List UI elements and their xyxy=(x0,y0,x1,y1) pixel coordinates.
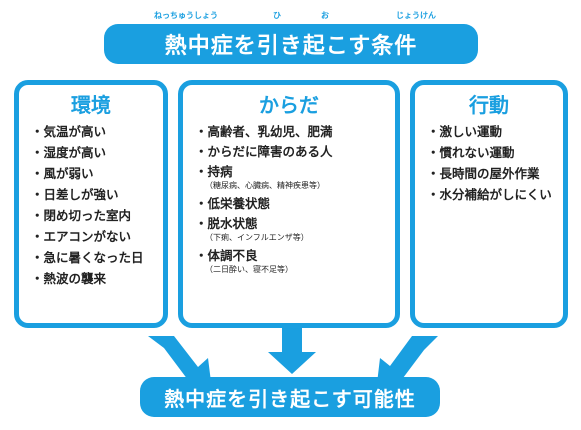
list-item: ・慣れない運動 xyxy=(427,145,515,160)
environment-box: 環境 ・気温が高い ・湿度が高い ・風が弱い ・日差しが強い ・閉め切った室内 … xyxy=(14,80,168,328)
top-banner: 熱中症を引き起こす条件 xyxy=(104,24,478,64)
body-box: からだ ・高齢者、乳幼児、肥満 ・からだに障害のある人 ・持病 （糖尿病、心臓病… xyxy=(178,80,400,328)
item-text: ・体調不良 xyxy=(195,248,258,263)
furigana-hi: ひ xyxy=(273,11,281,20)
list-item: ・気温が高い xyxy=(31,124,107,139)
list-item: ・体調不良 （二日酔い、寝不足等） xyxy=(195,249,395,275)
list-item: ・急に暑くなった日 xyxy=(31,250,144,265)
action-list: ・激しい運動 ・慣れない運動 ・長時間の屋外作業 ・水分補給がしにくい xyxy=(415,125,563,202)
list-item: ・からだに障害のある人 xyxy=(195,145,395,159)
action-title: 行動 xyxy=(469,93,509,117)
body-list: ・高齢者、乳幼児、肥満 ・からだに障害のある人 ・持病 （糖尿病、心臓病、精神疾… xyxy=(183,125,395,275)
list-item: ・激しい運動 xyxy=(427,124,503,139)
item-note: （下痢、インフルエンザ等） xyxy=(205,233,309,242)
list-item: ・低栄養状態 xyxy=(195,197,395,211)
bottom-banner: 熱中症を引き起こす可能性 xyxy=(140,377,440,417)
item-text: ・からだに障害のある人 xyxy=(195,144,333,159)
action-box: 行動 ・激しい運動 ・慣れない運動 ・長時間の屋外作業 ・水分補給がしにくい xyxy=(410,80,568,328)
top-banner-title: 熱中症を引き起こす条件 xyxy=(164,34,418,59)
list-item: ・風が弱い xyxy=(31,166,94,181)
environment-list: ・気温が高い ・湿度が高い ・風が弱い ・日差しが強い ・閉め切った室内 ・エア… xyxy=(19,125,163,286)
list-item: ・持病 （糖尿病、心臓病、精神疾患等） xyxy=(195,165,395,191)
furigana-o: お xyxy=(321,11,329,20)
list-item: ・閉め切った室内 xyxy=(31,208,132,223)
item-note: （二日酔い、寝不足等） xyxy=(205,265,293,274)
list-item: ・湿度が高い xyxy=(31,145,107,160)
list-item: ・高齢者、乳幼児、肥満 xyxy=(195,125,395,139)
down-arrow-icon xyxy=(148,336,212,390)
item-note: （糖尿病、心臓病、精神疾患等） xyxy=(205,181,325,190)
list-item: ・脱水状態 （下痢、インフルエンザ等） xyxy=(195,217,395,243)
environment-title: 環境 xyxy=(71,93,111,117)
item-text: ・脱水状態 xyxy=(195,216,258,231)
furigana-netchuusho: ねっちゅうしょう xyxy=(154,11,218,20)
list-item: ・水分補給がしにくい xyxy=(427,187,552,202)
item-text: ・高齢者、乳幼児、肥満 xyxy=(195,124,333,139)
list-item: ・長時間の屋外作業 xyxy=(427,166,540,181)
item-text: ・持病 xyxy=(195,164,233,179)
item-text: ・低栄養状態 xyxy=(195,196,271,211)
bottom-banner-title: 熱中症を引き起こす可能性 xyxy=(164,386,416,411)
furigana-jouken: じょうけん xyxy=(396,11,436,20)
down-arrow-icon xyxy=(268,328,316,374)
list-item: ・エアコンがない xyxy=(31,229,132,244)
list-item: ・熱波の襲来 xyxy=(31,271,107,286)
list-item: ・日差しが強い xyxy=(31,187,119,202)
body-title: からだ xyxy=(259,93,319,117)
